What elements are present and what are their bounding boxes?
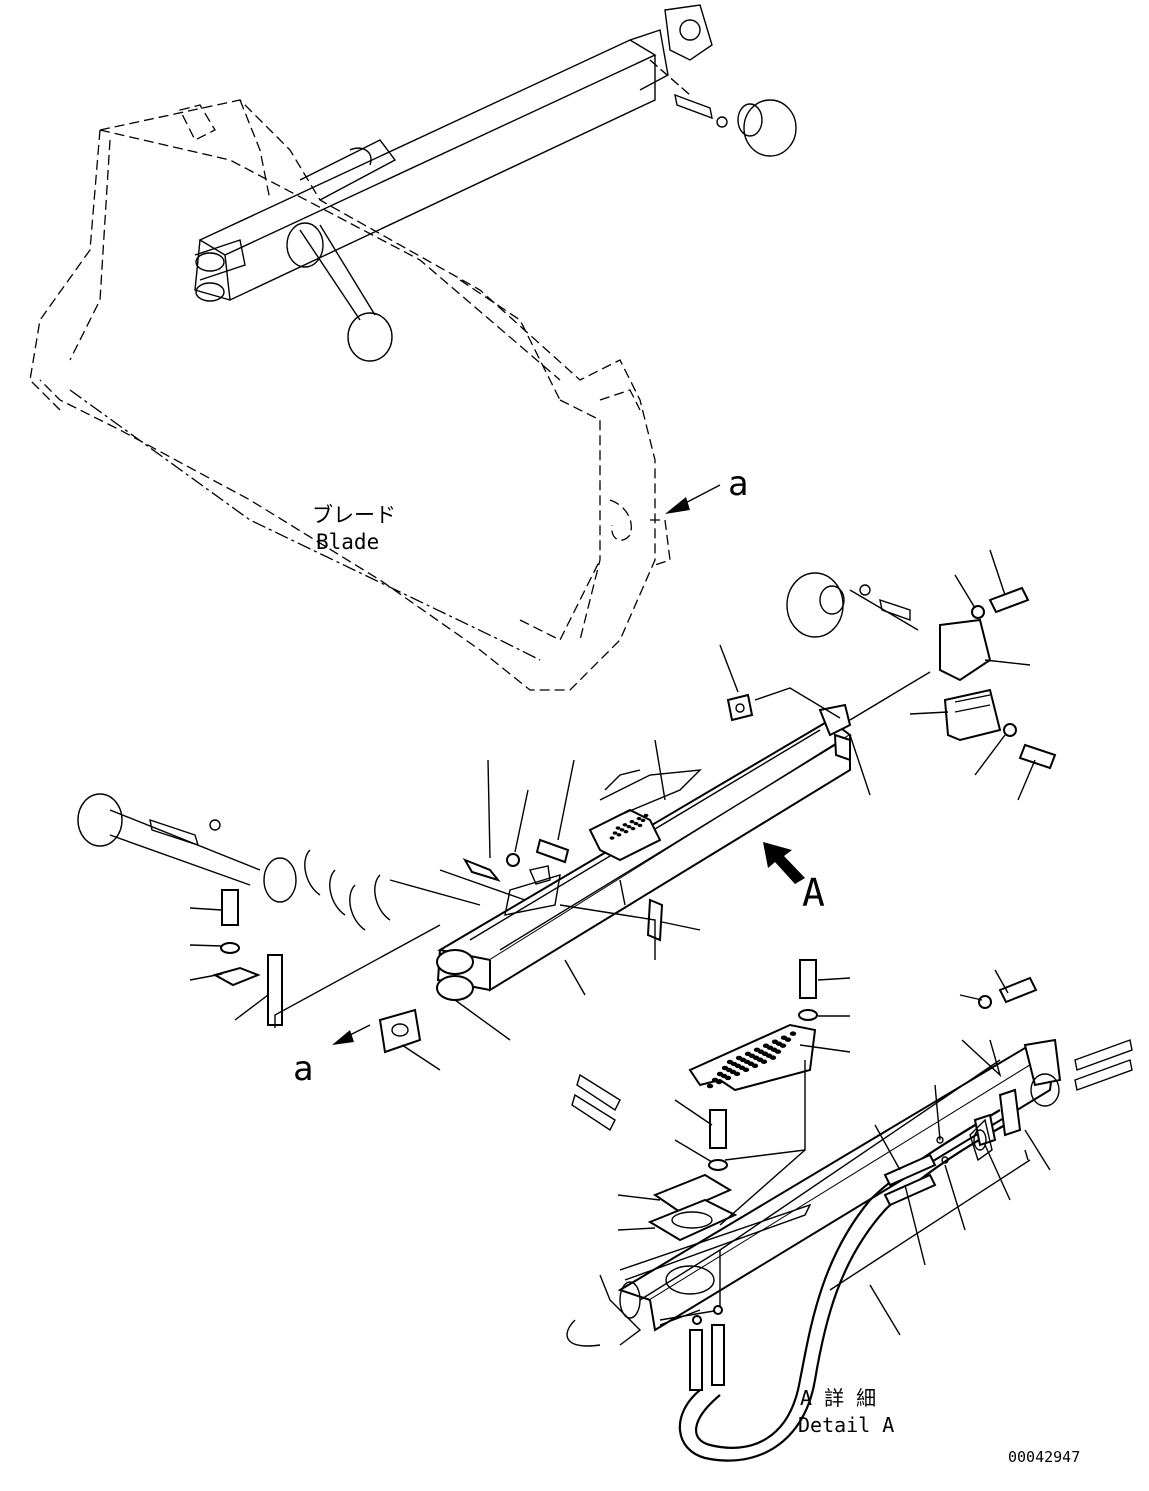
step-hole <box>784 1037 792 1042</box>
step-hole <box>623 830 629 834</box>
arm-hardware <box>77 572 1057 1054</box>
figure-number: 00042947 <box>1008 1448 1080 1466</box>
view-arrow-label: A <box>802 871 825 915</box>
step-hole <box>636 816 642 821</box>
step-holes-detail <box>706 1031 797 1089</box>
step-hole <box>622 823 628 827</box>
step-hole <box>629 820 635 824</box>
step-hole <box>619 828 625 832</box>
detail-a-view <box>566 959 1133 1462</box>
step-hole <box>733 1071 741 1077</box>
step-hole <box>630 826 636 831</box>
step-hole <box>779 1043 787 1048</box>
blade-label-en: Blade <box>316 530 379 554</box>
detail-leader-lines <box>617 969 1051 1336</box>
step-hole <box>706 1083 714 1089</box>
blade-outline <box>29 99 671 691</box>
upper-arm-phantom <box>194 4 797 362</box>
step-hole <box>626 825 632 829</box>
step-hole <box>640 818 646 823</box>
step-hole <box>633 821 639 826</box>
step-hole <box>760 1059 768 1064</box>
step-hole <box>715 1079 723 1085</box>
step-hole <box>615 826 621 830</box>
step-hole <box>616 833 622 837</box>
step-hole <box>609 836 615 840</box>
step-hole <box>769 1055 777 1060</box>
step-hole <box>774 1049 782 1054</box>
main-brace-arm <box>436 703 852 1001</box>
step-hole <box>612 831 618 835</box>
step-holes-main <box>609 813 649 840</box>
view-letter-top: a <box>728 464 748 504</box>
detail-label-en: Detail A <box>798 1413 894 1437</box>
step-hole <box>637 823 643 828</box>
detail-label-jp: A 詳 細 <box>800 1386 876 1410</box>
blade-label-jp: ブレード <box>312 503 396 527</box>
step-hole <box>789 1031 797 1036</box>
leader-lines <box>189 549 1036 1071</box>
view-letter-bottom: a <box>293 1049 313 1089</box>
step-hole <box>643 813 649 818</box>
step-hole <box>724 1075 732 1081</box>
view-arrows <box>332 484 805 1045</box>
step-hole <box>742 1067 750 1073</box>
step-hole <box>751 1063 759 1068</box>
